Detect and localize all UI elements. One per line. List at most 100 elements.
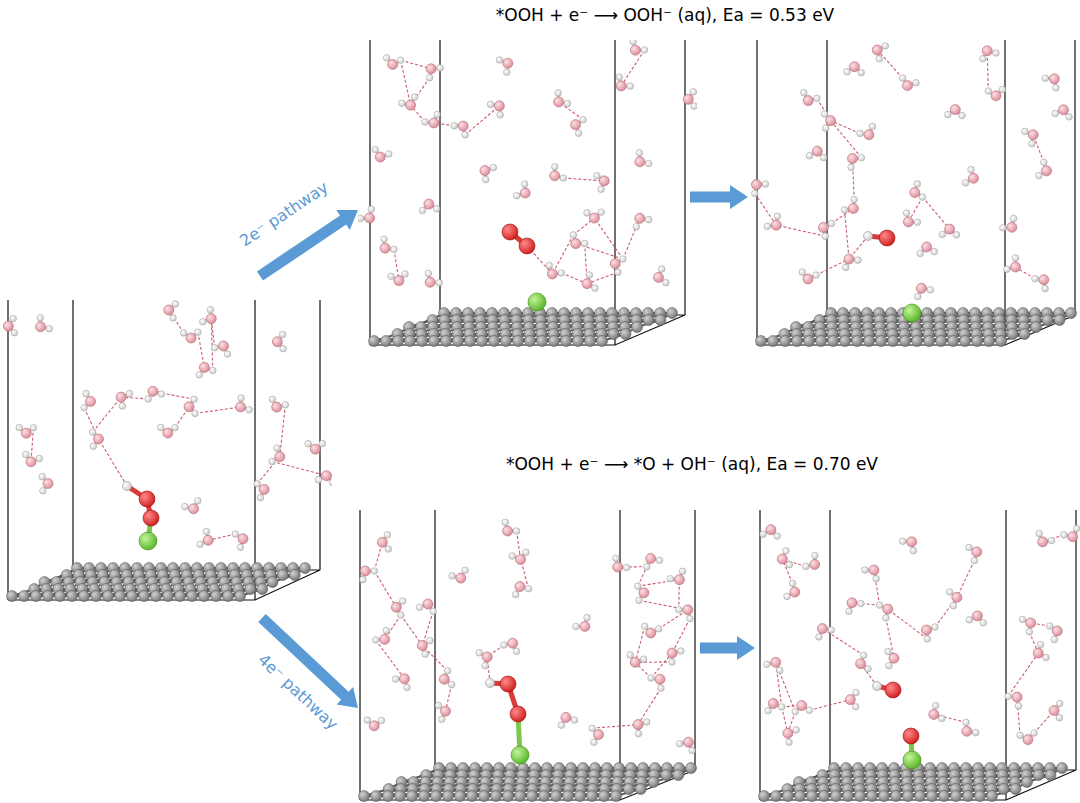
water-molecule <box>903 210 920 227</box>
hydrogen-atom <box>180 330 187 337</box>
hydrogen-atom <box>855 257 862 264</box>
oxygen-atom <box>503 526 513 536</box>
hydrogen-atom <box>641 47 648 54</box>
water-molecule <box>426 64 443 81</box>
hydrogen-bond <box>257 457 280 484</box>
hydrogen-atom <box>211 344 218 351</box>
oxygen-atom <box>148 386 158 396</box>
hydrogen-atom <box>678 648 685 655</box>
hydrogen-atom <box>388 273 395 280</box>
water-molecule <box>184 396 198 417</box>
hydrogen-atom <box>848 164 855 171</box>
carbon-atom <box>479 791 490 802</box>
hydrogen-atom <box>980 55 987 62</box>
oxygen-atom <box>571 239 581 249</box>
hydrogen-atom <box>914 219 921 226</box>
oxygen-atom <box>21 428 31 438</box>
water-molecule <box>910 181 926 201</box>
carbon-atom <box>608 329 619 340</box>
hydrogen-atom <box>378 717 385 724</box>
hydrogen-atom <box>305 440 312 447</box>
oxygen-atom <box>864 130 874 140</box>
carbon-atom <box>780 336 791 347</box>
cell-edge <box>1074 40 1075 315</box>
water-molecule <box>1042 74 1059 91</box>
hydrogen-atom <box>435 702 442 709</box>
water-molecule <box>594 172 610 192</box>
oxygen-atom <box>751 180 761 190</box>
water-molecule <box>844 62 865 76</box>
carbon-atom <box>912 336 923 347</box>
oxygen-atom <box>968 173 978 183</box>
cell-edge <box>254 300 255 600</box>
water-molecule <box>449 567 469 583</box>
water-molecule <box>570 232 588 249</box>
hydrogen-atom <box>586 272 593 279</box>
hydrogen-atom <box>814 95 821 102</box>
hydrogen-atom <box>172 424 179 431</box>
carbon-atom <box>91 591 102 602</box>
water-molecule <box>372 146 392 162</box>
carbon-atom <box>527 791 538 802</box>
oxygen-atom <box>639 588 649 598</box>
carbon-atom <box>371 791 382 802</box>
hydrogen-atom <box>451 123 458 130</box>
hydrogen-bond <box>401 615 422 646</box>
hydrogen-atom <box>404 684 411 691</box>
hydrogen-bond <box>272 461 326 475</box>
hydrogen-atom <box>627 83 634 90</box>
carbon-atom <box>573 336 584 347</box>
hydrogen-atom <box>627 652 634 659</box>
hydrogen-bond <box>923 197 950 229</box>
water-molecule <box>439 668 455 688</box>
oxygen-atom <box>1039 275 1049 285</box>
cell-edge <box>1075 510 1076 770</box>
cell-box <box>760 510 1076 800</box>
hydrogen-atom <box>1053 84 1060 91</box>
oxygen-atom <box>771 220 781 230</box>
hydrogen-atom <box>444 668 451 675</box>
hydrogen-bonds <box>31 310 327 540</box>
hydrogen-bond <box>621 50 644 86</box>
oxygen-atom <box>36 322 46 332</box>
hydrogen-bond <box>211 319 213 371</box>
hydrogen-atom <box>844 68 851 75</box>
hydrogen-atom <box>630 40 637 45</box>
oxygen-atom <box>272 337 282 347</box>
water-molecule <box>801 89 821 105</box>
water-molecule <box>512 582 532 598</box>
carbon-atom <box>79 591 90 602</box>
water-molecule <box>398 94 417 110</box>
hydrogen-atom <box>280 345 287 352</box>
water-molecule <box>358 206 375 223</box>
water-molecule <box>630 40 648 55</box>
hydrogen-atom <box>679 568 686 575</box>
hydrogen-atom <box>869 123 876 130</box>
hydrogen-atom <box>828 220 835 227</box>
hydrogen-atom <box>10 315 17 322</box>
oxygen-atom <box>238 534 248 544</box>
water-molecule <box>364 717 385 731</box>
carbon-atom <box>455 791 466 802</box>
carbon-atom <box>369 336 380 347</box>
oxygen-atom <box>186 333 196 343</box>
water-molecule <box>417 637 433 657</box>
hydrogen-atom <box>634 583 641 590</box>
oxygen-atom <box>440 706 450 716</box>
carbon-atom <box>381 336 392 347</box>
hydrogen-atom <box>985 88 992 95</box>
hydrogen-atom <box>119 403 126 410</box>
hydrogen-atom <box>232 531 239 538</box>
hydrogen-atom <box>398 612 405 619</box>
carbon-atom <box>175 591 186 602</box>
adsorbate-oxygen <box>139 491 155 507</box>
water-molecule <box>554 90 571 107</box>
hydrogen-bond <box>638 688 661 724</box>
hydrogen-atom <box>913 79 920 86</box>
hydrogen-atom <box>513 528 520 535</box>
hydrogen-atom <box>40 488 47 495</box>
water-molecule <box>751 180 768 197</box>
hydrogen-atom <box>592 285 599 292</box>
hydrogen-atom <box>523 549 530 556</box>
hydrogen-atom <box>448 681 455 688</box>
